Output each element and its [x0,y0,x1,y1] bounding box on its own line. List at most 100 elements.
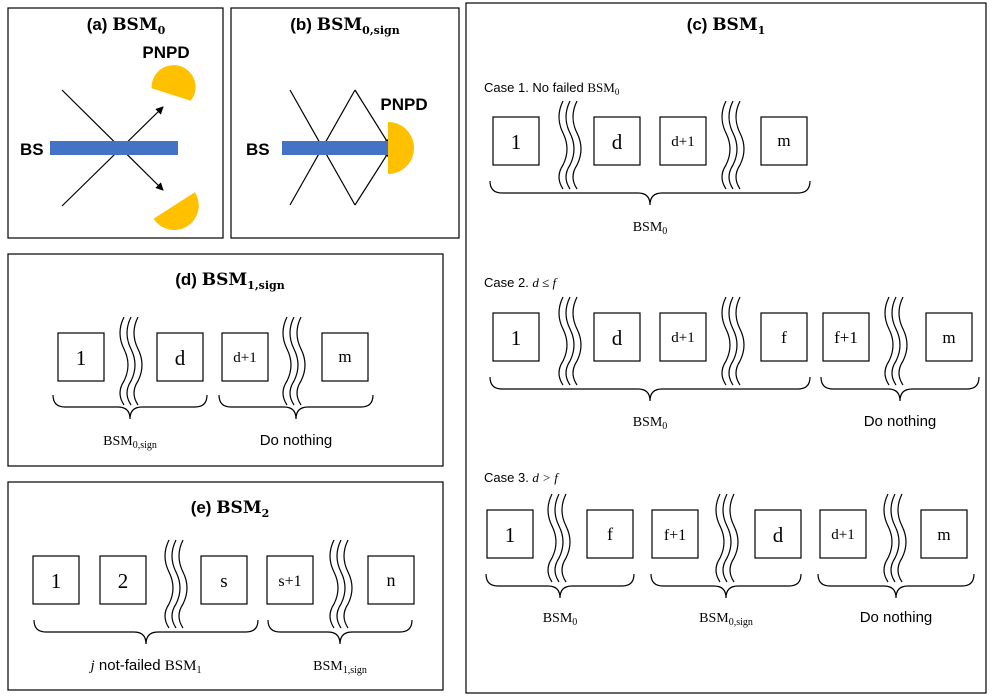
index-box [367,555,415,605]
index-box [760,312,808,362]
index-label: d+1 [671,134,694,150]
index-box [659,116,707,166]
group-label: BSM0,sign [699,611,753,628]
beam-path [354,89,391,147]
break-mark [721,100,731,190]
group-label: BSM0 [633,415,668,432]
break-mark [728,296,738,386]
index-label: 1 [511,130,522,154]
group-brace [489,180,811,206]
break-mark [558,296,568,386]
index-label: d [612,326,623,350]
panel-a: (a) BSM0 PNPD BS [7,7,224,239]
index-box [57,332,105,382]
break-mark [572,296,582,386]
break-mark [178,539,188,629]
group-label: Do nothing [864,413,937,430]
detector-label: PNPD [142,43,189,62]
index-box [492,116,540,166]
group-brace [817,573,975,599]
index-label: f+1 [834,328,858,347]
case-2-caption: Case 2. d ≤ f [484,275,559,290]
break-mark [735,100,745,190]
index-box [651,509,699,559]
index-label: d+1 [233,350,256,366]
index-box [593,312,641,362]
beam-path [354,149,391,206]
break-mark [119,316,129,406]
break-mark [554,493,564,583]
index-box [925,312,973,362]
break-mark [891,296,901,386]
index-box [593,116,641,166]
break-mark [715,493,725,583]
break-mark [565,100,575,190]
index-box [156,332,204,382]
index-box [321,332,369,382]
index-label: f+1 [664,527,686,544]
beam-splitter-label: BS [20,140,44,159]
index-label: 1 [505,523,516,547]
photodetector-top [151,65,196,101]
index-label: m [937,525,950,544]
index-box [920,509,968,559]
index-box [99,555,147,605]
group-brace [218,394,374,420]
index-box [200,555,248,605]
index-box [492,312,540,362]
break-mark [126,316,136,406]
group-brace [52,394,208,420]
index-box [659,312,707,362]
index-box [819,509,867,559]
group-label: BSM0,sign [103,434,157,451]
group-brace [485,573,635,599]
index-label: d [612,130,623,154]
index-label: 1 [76,346,87,370]
photodetector [388,122,414,174]
break-mark [897,493,907,583]
break-mark [336,539,346,629]
case-1-caption: Case 1. No failed BSM0 [484,80,620,97]
break-mark [572,100,582,190]
break-mark [547,493,557,583]
index-label: n [387,570,396,590]
break-mark [329,539,339,629]
break-mark [722,493,732,583]
break-mark [729,493,739,583]
group-brace [820,376,980,402]
break-mark [721,296,731,386]
group-brace [267,619,413,645]
index-label: d [773,523,784,547]
index-label: m [942,328,955,347]
break-mark [890,493,900,583]
index-label: d+1 [671,330,694,346]
index-box [760,116,808,166]
panel-b-title: (b) BSM0,sign [290,15,399,37]
index-label: m [338,347,351,366]
detector-label: PNPD [380,95,427,114]
break-mark [884,296,894,386]
break-mark [296,316,306,406]
group-brace [489,376,811,402]
beam-splitter [282,141,390,155]
group-label: BSM0 [543,611,578,628]
index-box [754,509,802,559]
index-label: 2 [118,569,129,593]
panel-c: (c) BSM1 Case 1. No failed BSM0 1 d d+1 … [465,2,987,694]
group-label: Do nothing [860,609,933,626]
group-brace [33,619,259,645]
index-box [586,509,634,559]
index-box [486,509,534,559]
group-brace [650,573,802,599]
index-label: m [777,131,790,150]
break-mark [133,316,143,406]
panel-a-title: (a) BSM0 [87,15,166,37]
index-label: s [220,571,227,592]
index-label: f [781,328,787,347]
index-label: s+1 [278,573,301,590]
beam-splitter [50,141,178,155]
beam-splitter-label: BS [246,140,270,159]
index-box [32,555,80,605]
group-label: j not-failed BSM1 [89,657,202,676]
break-mark [164,539,174,629]
